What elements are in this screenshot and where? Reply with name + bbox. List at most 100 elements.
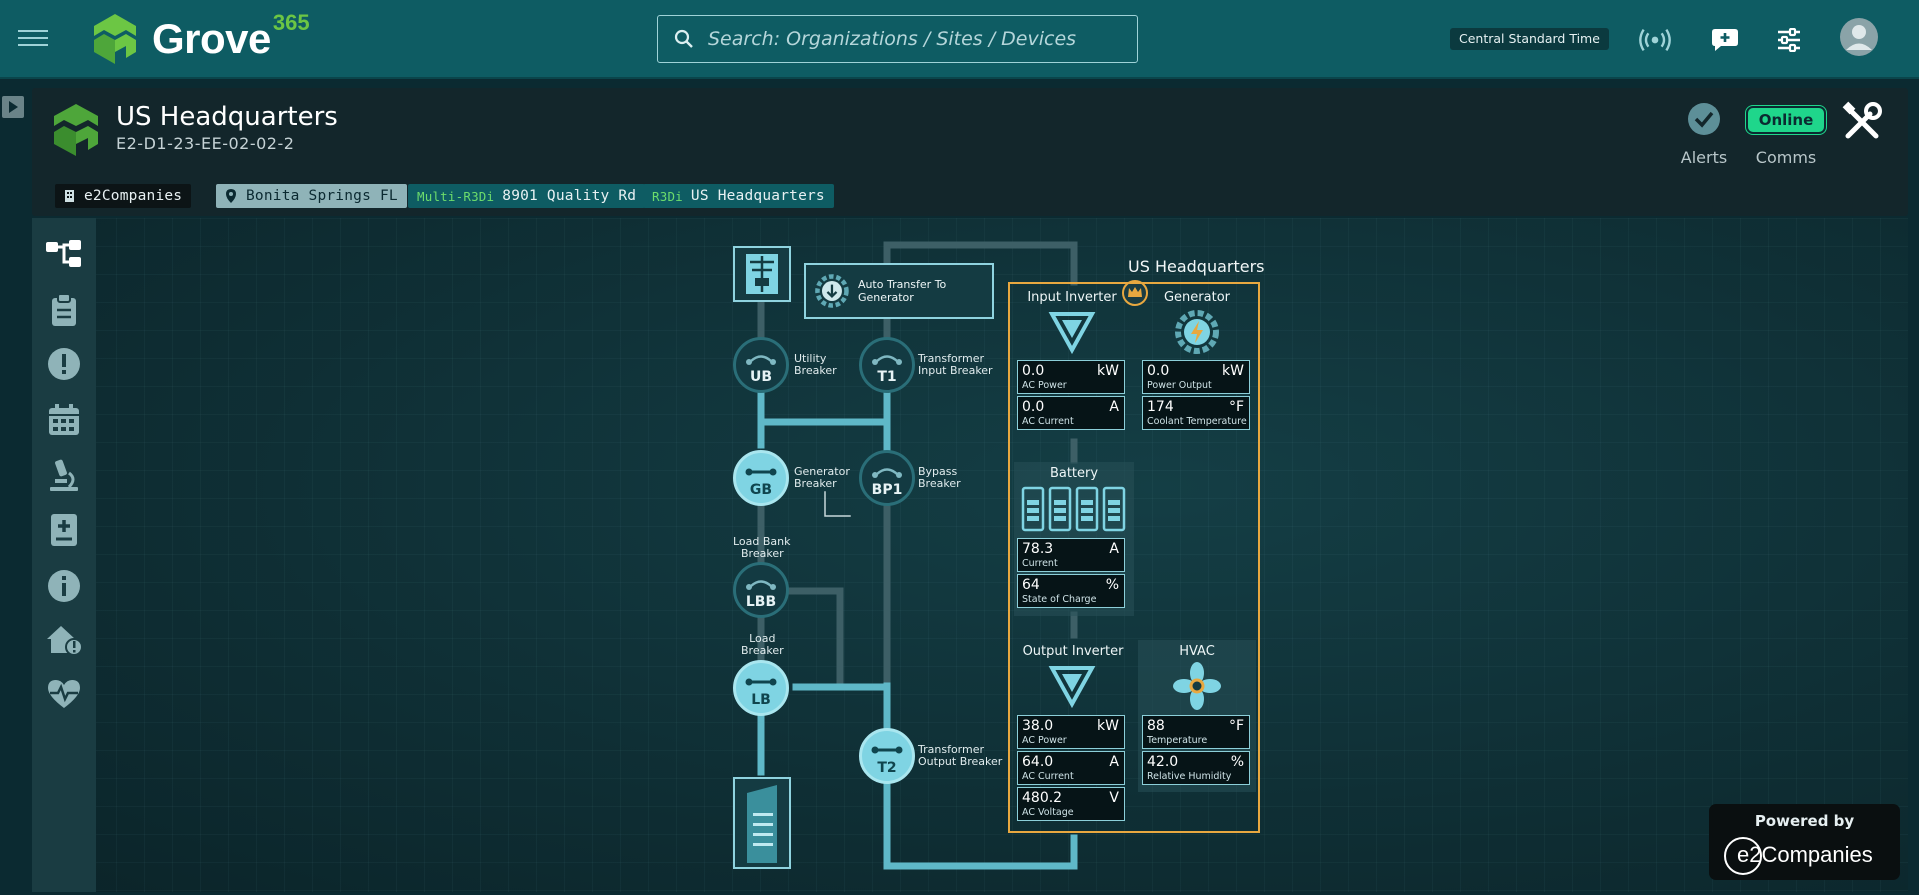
inverter-icon (1048, 312, 1096, 355)
breaker-bp1[interactable]: BP1 (859, 450, 915, 506)
fan-icon (1173, 662, 1221, 710)
utility-pole-icon (746, 254, 778, 294)
breaker-id: UB (749, 369, 773, 385)
generator-bolt-icon (1175, 310, 1219, 354)
info-icon[interactable] (44, 566, 84, 606)
readout-humidity: 42.0%Relative Humidity (1142, 751, 1250, 785)
location-pin-icon (226, 189, 236, 203)
ats-label: Auto Transfer To Generator (857, 278, 947, 304)
breaker-id: T1 (877, 369, 897, 385)
building-icon (65, 190, 74, 202)
alert-icon[interactable] (44, 344, 84, 384)
timezone-badge[interactable]: Central Standard Time (1450, 28, 1609, 50)
breaker-open-symbol (746, 580, 776, 590)
microscope-icon[interactable] (44, 456, 84, 496)
chip-r3di[interactable]: R3Di US Headquarters (643, 184, 834, 208)
crown-icon (1122, 280, 1148, 306)
site-logo-icon (54, 104, 98, 156)
battery-bank-icon (1021, 486, 1126, 532)
powered-by-badge[interactable]: Powered by e2Companies (1709, 804, 1900, 880)
breaker-ub[interactable]: UB (733, 337, 789, 393)
calendar-icon[interactable] (44, 400, 84, 440)
search-icon (674, 29, 693, 48)
page-title: US Headquarters (116, 102, 338, 132)
breaker-closed-symbol (871, 746, 903, 754)
chip-label: e2Companies (84, 188, 183, 204)
breaker-open-symbol (746, 355, 776, 365)
input-inverter-title: Input Inverter (1027, 290, 1117, 305)
breaker-id: T2 (877, 760, 897, 776)
input-inverter[interactable]: Input Inverter (1014, 286, 1130, 436)
e2-logo-icon (1724, 837, 1762, 875)
breaker-id: LBB (745, 594, 777, 610)
search-box[interactable] (657, 15, 1138, 63)
broadcast-icon[interactable] (1637, 22, 1673, 58)
app-logo[interactable]: Grove 365 (86, 10, 310, 68)
left-rail (32, 218, 96, 892)
site-header: US Headquarters E2-D1-23-EE-02-02-2 e2Co… (32, 88, 1908, 216)
chip-tag: Multi-R3Di (417, 188, 495, 204)
load-building[interactable] (733, 777, 791, 869)
generator[interactable]: Generator (1138, 286, 1256, 436)
generator-title: Generator (1163, 290, 1230, 305)
chip-label: US Headquarters (690, 188, 825, 204)
chip-multi-r3di[interactable]: Multi-R3Di 8901 Quality Rd (408, 184, 646, 208)
sidebar-expand-toggle[interactable] (2, 96, 24, 118)
breaker-id: BP1 (871, 482, 903, 498)
ats-gear-icon (815, 274, 849, 308)
powered-by-label: Powered by (1754, 812, 1855, 830)
chip-label: Bonita Springs FL (246, 188, 398, 204)
comms-label: Comms (1755, 148, 1817, 167)
chip-organization[interactable]: e2Companies (55, 184, 192, 208)
breaker-lbb[interactable]: LBB (733, 562, 789, 618)
comms-status[interactable]: Online Comms (1738, 102, 1834, 167)
readout-state-of-charge: 64%State of Charge (1017, 574, 1125, 608)
settings-sliders-icon[interactable] (1771, 22, 1807, 58)
breaker-id: LB (751, 692, 771, 708)
chat-icon[interactable] (1707, 22, 1743, 58)
search-input[interactable] (708, 28, 1108, 50)
user-avatar-icon[interactable] (1838, 16, 1880, 58)
tools-icon[interactable] (1840, 100, 1884, 148)
panel-title: US Headquarters (1128, 257, 1265, 276)
hvac-title: HVAC (1179, 644, 1215, 659)
breaker-t2[interactable]: T2 (859, 728, 915, 784)
brand-name: Grove (152, 15, 271, 62)
add-report-icon[interactable] (44, 510, 84, 550)
device-id: E2-D1-23-EE-02-02-2 (116, 134, 295, 153)
breaker-closed-symbol (745, 678, 777, 686)
chip-location[interactable]: Bonita Springs FL (216, 184, 407, 208)
breaker-t1[interactable]: T1 (859, 337, 915, 393)
inverter-icon (1048, 666, 1096, 709)
online-badge: Online (1745, 106, 1827, 134)
utility-source[interactable] (733, 246, 791, 302)
building-load-icon (747, 785, 777, 863)
breaker-gb[interactable]: GB (733, 450, 789, 506)
alerts-status[interactable]: Alerts (1656, 102, 1752, 167)
topology-icon[interactable] (44, 234, 84, 274)
auto-transfer-switch[interactable]: Auto Transfer To Generator (804, 263, 994, 319)
breaker-lb[interactable]: LB (733, 660, 789, 716)
chip-label: 8901 Quality Rd (502, 188, 637, 204)
home-alert-icon[interactable] (44, 620, 84, 660)
output-inverter[interactable]: Output Inverter (1014, 640, 1132, 826)
menu-icon[interactable] (18, 30, 50, 50)
heartbeat-icon[interactable] (44, 674, 84, 714)
grove-logo-icon (94, 14, 136, 64)
breaker-closed-symbol (745, 468, 777, 476)
clipboard-icon[interactable] (44, 290, 84, 330)
alerts-label: Alerts (1680, 148, 1728, 167)
